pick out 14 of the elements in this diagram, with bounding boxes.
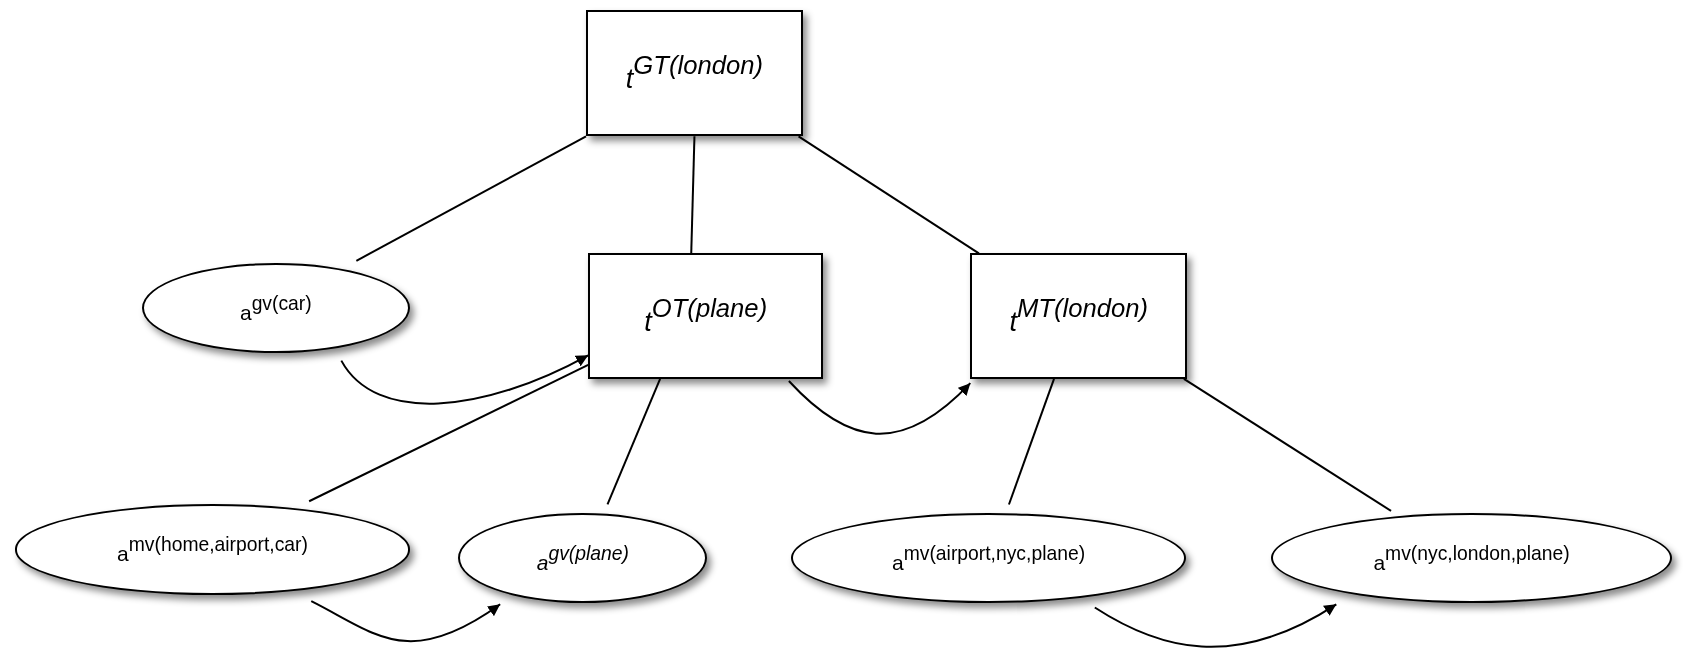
connector-line <box>797 135 980 255</box>
connector-line <box>606 377 662 506</box>
connector-line <box>308 363 590 503</box>
connector-line <box>690 135 696 255</box>
task-box <box>588 253 824 379</box>
arrow <box>310 600 502 643</box>
arrow <box>1093 603 1338 648</box>
connector-line <box>1007 377 1055 506</box>
connector-line <box>1182 377 1393 512</box>
connector-line <box>355 135 588 262</box>
arrow <box>787 380 972 435</box>
arrow <box>340 354 590 405</box>
task-box <box>586 9 803 137</box>
task-box <box>970 253 1188 379</box>
